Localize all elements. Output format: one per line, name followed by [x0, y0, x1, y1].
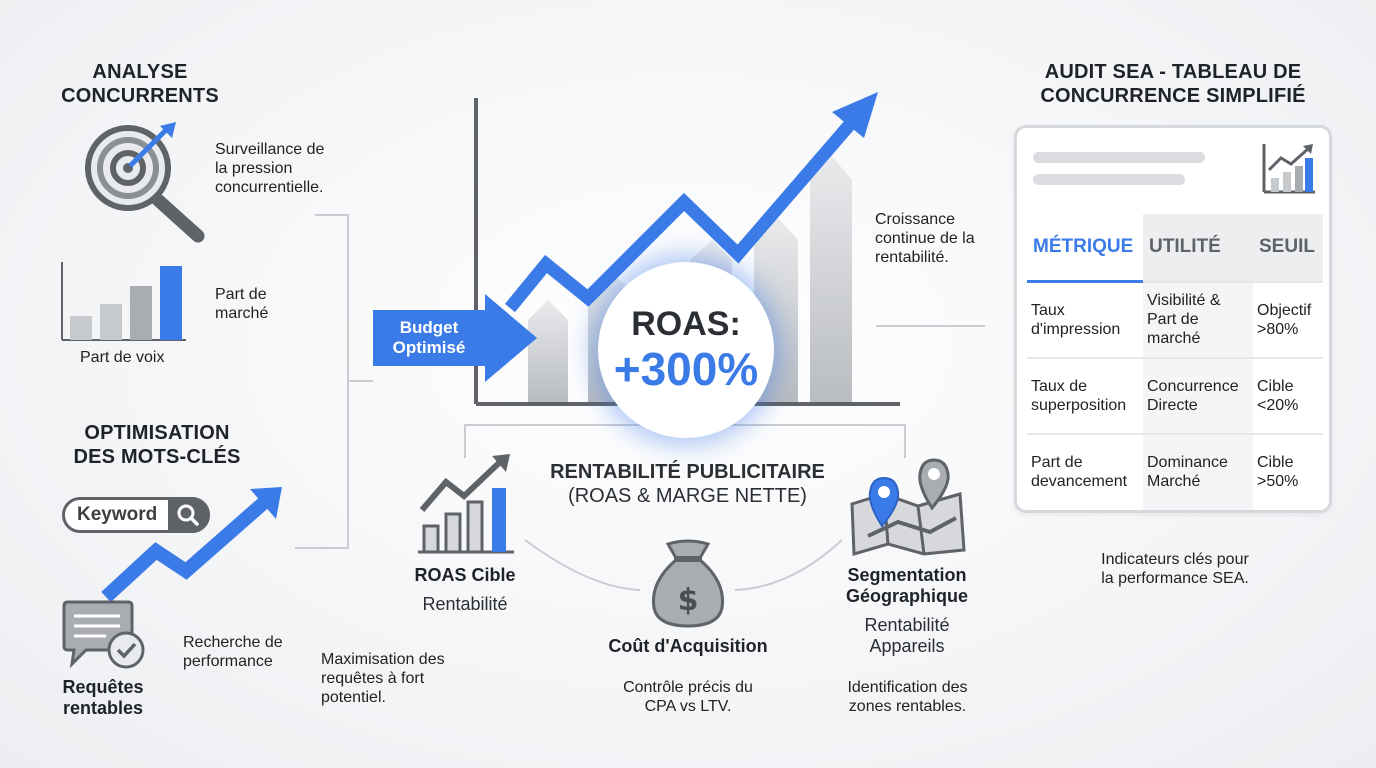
audit-title: AUDIT SEA - TABLEAU DE CONCURRENCE SIMPL…: [1040, 61, 1306, 107]
cell: Taux d'impression: [1027, 280, 1143, 358]
keyword-text: Keyword: [77, 504, 158, 525]
part-voix-text: Part de voix: [80, 349, 165, 366]
budget-optimise-label: Budget Optimisé: [392, 318, 466, 357]
audit-table-card: MÉTRIQUE UTILITÉ SEUIL Taux d'impression…: [1014, 125, 1332, 513]
rentabilite-heading: RENTABILITÉ PUBLICITAIRE: [550, 461, 825, 483]
cell: Taux de superposition: [1027, 356, 1143, 434]
table-row: Taux d'impression Visibilité & Part de m…: [1027, 280, 1323, 358]
chat-check-icon: [62, 600, 145, 669]
cell: Dominance Marché: [1143, 432, 1253, 510]
rentabilite-subheading: (ROAS & MARGE NETTE): [568, 485, 807, 507]
trend-chart-icon: [418, 454, 514, 554]
bar-chart-icon: [61, 262, 186, 341]
header-utilite: UTILITÉ: [1143, 214, 1253, 282]
analyse-title: ANALYSE CONCURRENTS: [61, 61, 219, 107]
cout-label: Coût d'Acquisition: [608, 636, 768, 656]
mini-chart-icon: [1262, 144, 1315, 194]
surveillance-text: Surveillance de la pression concurrentie…: [215, 141, 325, 196]
cell: Objectif >80%: [1253, 280, 1323, 358]
rentabilite-title: RENTABILITÉ PUBLICITAIRE (ROAS & MARGE N…: [520, 460, 855, 508]
search-button[interactable]: [168, 497, 210, 533]
croissance-text: Croissance continue de la rentabilité.: [875, 211, 975, 266]
audit-table: MÉTRIQUE UTILITÉ SEUIL Taux d'impression…: [1027, 214, 1323, 510]
money-bag-icon: $: [651, 539, 725, 628]
requetes-label: Requêtes rentables: [62, 677, 144, 718]
cell: Cible <20%: [1253, 356, 1323, 434]
segmentation-sub: Rentabilité Appareils: [864, 615, 950, 656]
table-row: Taux de superposition Concurrence Direct…: [1027, 356, 1323, 434]
map-pins-icon: [850, 458, 966, 556]
budget-arrow-icon: [373, 294, 537, 382]
indicateurs-caption: Indicateurs clés pour la performance SEA…: [1101, 551, 1249, 587]
search-icon: [177, 504, 199, 526]
header-metrique: MÉTRIQUE: [1027, 214, 1143, 283]
roas-value: +300%: [613, 343, 759, 395]
table-row: Part de devancement Dominance Marché Cib…: [1027, 432, 1323, 510]
identification-text: Identification des zones rentables.: [847, 679, 968, 715]
segmentation-label: Segmentation Géographique: [845, 565, 968, 606]
cell: Part de devancement: [1027, 432, 1143, 510]
optimisation-title: OPTIMISATION DES MOTS-CLÉS: [73, 422, 241, 468]
part-marche-text: Part de marché: [215, 286, 269, 322]
recherche-text: Recherche de performance: [183, 634, 283, 670]
rising-arrow-icon: [101, 487, 282, 603]
header-seuil: SEUIL: [1253, 214, 1323, 282]
target-magnifier-icon: [85, 122, 205, 243]
placeholder-line: [1033, 152, 1205, 163]
rentabilite-label: Rentabilité: [422, 594, 508, 614]
cell: Cible >50%: [1253, 432, 1323, 510]
controle-text: Contrôle précis du CPA vs LTV.: [623, 679, 753, 715]
roas-badge: ROAS: +300%: [598, 262, 774, 438]
roas-cible-label: ROAS Cible: [414, 565, 516, 585]
placeholder-line: [1033, 174, 1185, 185]
maximisation-text: Maximisation des requêtes à fort potenti…: [321, 651, 445, 706]
cell: Concurrence Directe: [1143, 356, 1253, 434]
keyword-search-input[interactable]: Keyword: [62, 497, 210, 533]
svg-text:$: $: [678, 583, 699, 618]
cell: Visibilité & Part de marché: [1143, 280, 1253, 358]
roas-label: ROAS:: [631, 305, 741, 343]
